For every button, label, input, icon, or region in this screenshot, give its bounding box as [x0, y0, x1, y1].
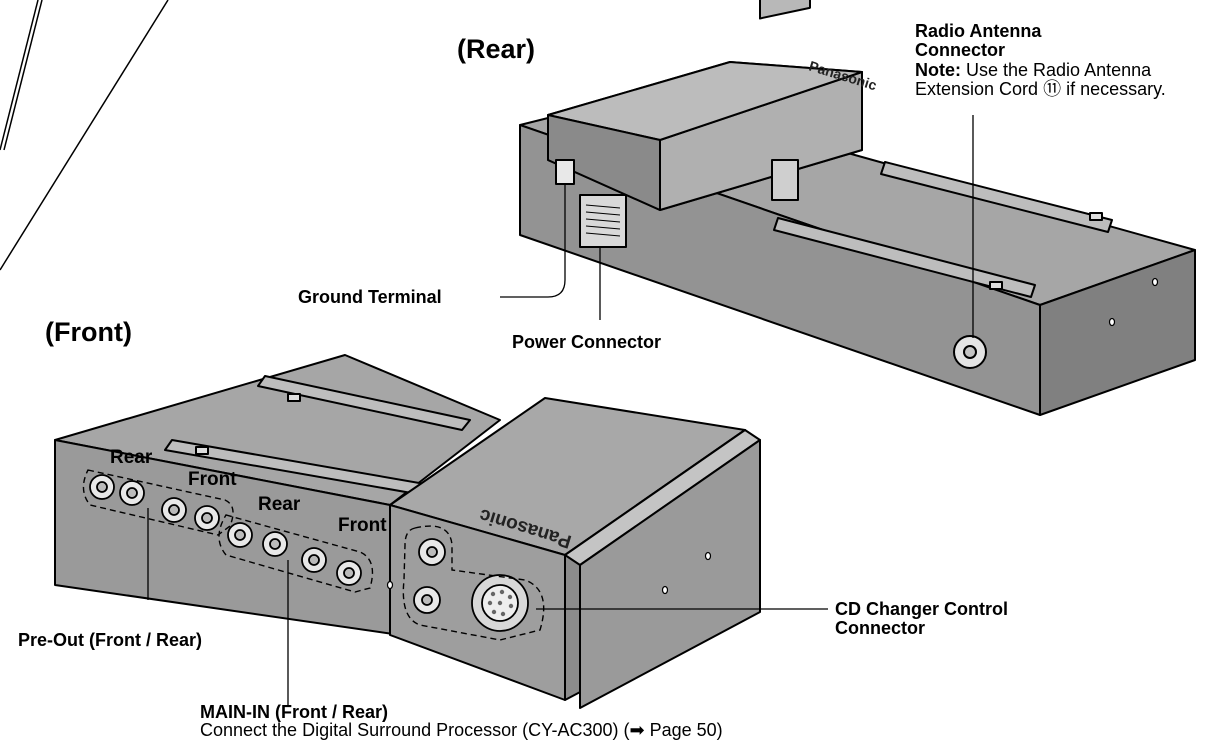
- rear-leader-lines: [500, 115, 974, 338]
- power-connector-label: Power Connector: [512, 332, 662, 352]
- rca-jack: [119, 480, 145, 506]
- front-screws: [386, 551, 712, 595]
- main-in-label: MAIN-IN (Front / Rear): [200, 702, 388, 722]
- port-label-rear-2: Rear: [258, 494, 301, 515]
- rca-jack: [262, 531, 288, 557]
- antenna-connector-label: Radio Antenna Connector: [915, 21, 1042, 60]
- port-label-front-2: Front: [338, 515, 387, 536]
- front-title: (Front): [45, 317, 132, 347]
- rca-jack: [301, 547, 327, 573]
- rca-jack: [194, 505, 220, 531]
- rca-jack: [161, 497, 187, 523]
- pre-out-label: Pre-Out (Front / Rear): [18, 630, 203, 650]
- rca-jack: [413, 586, 441, 614]
- rear-title: (Rear): [457, 34, 536, 64]
- port-group-outlines: [82, 469, 545, 641]
- antenna-note: Note: Use the Radio Antenna Extension Co…: [915, 60, 1166, 99]
- rca-jack: [418, 538, 446, 566]
- front-unit-illustration: [54, 354, 761, 709]
- page-edge-lines: [0, 0, 169, 271]
- front-leader-lines: [147, 508, 828, 705]
- rca-jack: [227, 522, 253, 548]
- rca-jack: [89, 474, 115, 500]
- cd-changer-label: CD Changer Control Connector: [835, 599, 1008, 638]
- cd-changer-din-connector: [471, 574, 529, 632]
- ground-terminal-label: Ground Terminal: [298, 287, 442, 307]
- port-label-rear-1: Rear: [110, 447, 153, 468]
- port-label-front-1: Front: [188, 469, 237, 490]
- rear-unit-illustration: [519, 0, 1196, 416]
- main-in-note: Connect the Digital Surround Processor (…: [200, 720, 723, 740]
- rca-jacks: [89, 474, 446, 614]
- rca-jack: [336, 560, 362, 586]
